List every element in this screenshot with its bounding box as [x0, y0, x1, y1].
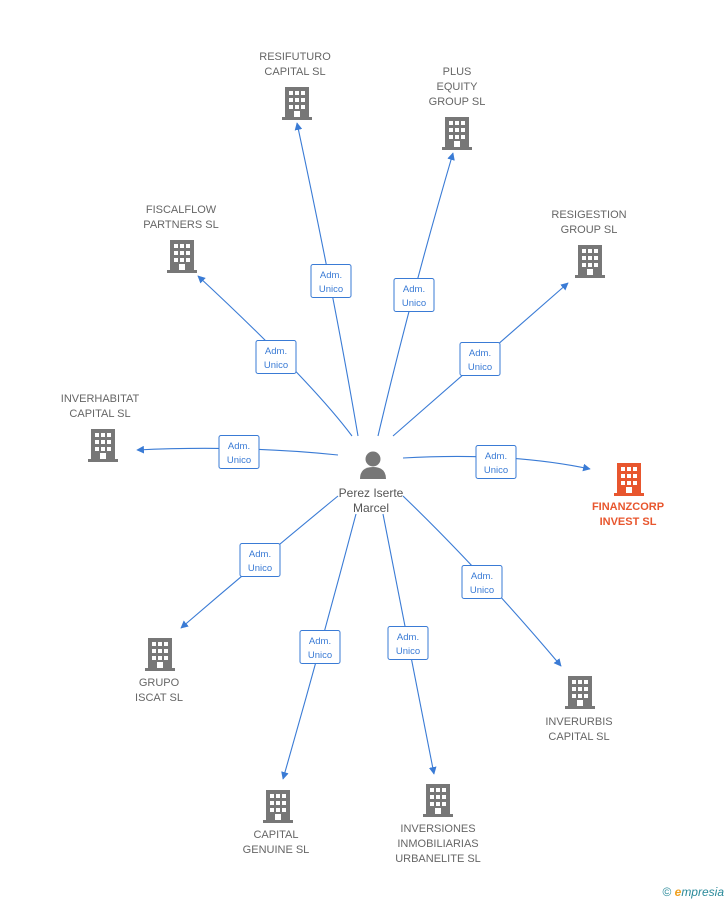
role-badge-line: Unico: [402, 298, 426, 309]
role-badge-box: [387, 626, 429, 660]
company-name-line: CAPITAL SL: [69, 408, 130, 420]
role-badge-line: Adm.: [228, 441, 250, 452]
brand-logo-text: mpresia: [681, 885, 724, 899]
role-badge-line: Unico: [319, 284, 343, 295]
role-badge-line: Unico: [264, 360, 288, 371]
company-name-line: FINANZCORP: [592, 501, 664, 513]
role-badge-line: Unico: [248, 563, 272, 574]
role-badge-line: Unico: [396, 646, 420, 657]
building-icon: [565, 676, 595, 709]
building-icon: [88, 429, 118, 462]
role-badge-fiscalflow[interactable]: Adm. Unico: [255, 340, 297, 374]
role-badge-inverurbis[interactable]: Adm. Unico: [461, 565, 503, 599]
company-name-line: INMOBILIARIAS: [397, 838, 478, 850]
person-icon: [360, 451, 386, 479]
company-name-line: RESIGESTION: [551, 209, 626, 221]
building-icon: [442, 117, 472, 150]
company-name-line: INVERURBIS: [545, 716, 612, 728]
role-badge-plus-equity[interactable]: Adm. Unico: [393, 278, 435, 312]
role-badge-inverhabitat[interactable]: Adm. Unico: [218, 435, 260, 469]
role-badge-box: [461, 565, 503, 599]
building-icon: [263, 790, 293, 823]
company-name-line: CAPITAL SL: [264, 66, 325, 78]
role-badge-line: Unico: [468, 362, 492, 373]
company-name-line: EQUITY: [437, 81, 479, 93]
company-name-line: INVERHABITAT: [61, 393, 140, 405]
role-badge-box: [393, 278, 435, 312]
company-name-line: GRUPO: [139, 677, 180, 689]
role-badge-line: Unico: [484, 465, 508, 476]
company-node-resifuturo[interactable]: RESIFUTURO CAPITAL SL: [259, 51, 331, 120]
role-badge-box: [459, 342, 501, 376]
role-badge-resifuturo[interactable]: Adm. Unico: [310, 264, 352, 298]
company-name-line: INVEST SL: [600, 516, 657, 528]
person-node[interactable]: Perez Iserte Marcel: [339, 451, 404, 516]
person-name-line1: Perez Iserte: [339, 486, 404, 500]
role-badge-line: Unico: [470, 585, 494, 596]
company-name-line: ISCAT SL: [135, 692, 183, 704]
role-badge-line: Adm.: [485, 451, 507, 462]
company-name-line: GROUP SL: [561, 224, 618, 236]
company-name-line: PARTNERS SL: [143, 219, 218, 231]
role-badge-box: [255, 340, 297, 374]
role-badge-line: Adm.: [309, 636, 331, 647]
company-name-line: URBANELITE SL: [395, 853, 481, 865]
role-badge-box: [239, 543, 281, 577]
role-badge-line: Unico: [227, 455, 251, 466]
building-icon: [167, 240, 197, 273]
company-name-line: GENUINE SL: [243, 844, 310, 856]
company-node-grupo-iscat[interactable]: GRUPO ISCAT SL: [135, 638, 183, 704]
role-badge-line: Adm.: [403, 284, 425, 295]
building-icon: [145, 638, 175, 671]
role-badge-line: Adm.: [320, 270, 342, 281]
company-node-inverhabitat[interactable]: INVERHABITAT CAPITAL SL: [61, 393, 140, 462]
company-node-plus-equity[interactable]: PLUS EQUITY GROUP SL: [429, 66, 486, 150]
role-badge-inversiones-urbanelite[interactable]: Adm. Unico: [387, 626, 429, 660]
role-badge-resigestion[interactable]: Adm. Unico: [459, 342, 501, 376]
role-badge-line: Adm.: [471, 571, 493, 582]
building-icon: [614, 463, 644, 496]
copyright-icon: ©: [662, 885, 672, 899]
role-badge-line: Adm.: [249, 549, 271, 560]
company-node-capital-genuine[interactable]: CAPITAL GENUINE SL: [243, 790, 310, 856]
company-node-fiscalflow[interactable]: FISCALFLOW PARTNERS SL: [143, 204, 219, 273]
nodes: RESIFUTURO CAPITAL SL PLUS EQUITY GROUP SL FI…: [61, 51, 664, 865]
company-name-line: INVERSIONES: [400, 823, 475, 835]
building-icon: [575, 245, 605, 278]
building-icon: [282, 87, 312, 120]
role-badge-box: [218, 435, 260, 469]
footer-brand: © empresia: [662, 885, 724, 899]
company-node-finanzcorp[interactable]: FINANZCORP INVEST SL: [592, 463, 664, 528]
company-name-line: PLUS: [443, 66, 472, 78]
company-name-line: FISCALFLOW: [146, 204, 217, 216]
role-badge-box: [310, 264, 352, 298]
brand-logo-initial: e: [674, 885, 682, 899]
role-badge-box: [299, 630, 341, 664]
role-badge-line: Adm.: [469, 348, 491, 359]
company-node-resigestion[interactable]: RESIGESTION GROUP SL: [551, 209, 627, 278]
role-badge-line: Adm.: [265, 346, 287, 357]
building-icon: [423, 784, 453, 817]
company-node-inverurbis[interactable]: INVERURBIS CAPITAL SL: [545, 676, 613, 743]
role-badge-grupo-iscat[interactable]: Adm. Unico: [239, 543, 281, 577]
role-badge-line: Unico: [308, 650, 332, 661]
company-name-line: RESIFUTURO: [259, 51, 331, 63]
role-badge-finanzcorp[interactable]: Adm. Unico: [475, 445, 517, 479]
role-badge-box: [475, 445, 517, 479]
role-badge-capital-genuine[interactable]: Adm. Unico: [299, 630, 341, 664]
company-name-line: CAPITAL SL: [548, 731, 609, 743]
company-node-inversiones-urbanelite[interactable]: INVERSIONES INMOBILIARIAS URBANELITE SL: [395, 784, 481, 865]
company-name-line: GROUP SL: [429, 96, 486, 108]
role-badge-line: Adm.: [397, 632, 419, 643]
person-name-line2: Marcel: [353, 501, 389, 515]
company-name-line: CAPITAL: [253, 829, 298, 841]
